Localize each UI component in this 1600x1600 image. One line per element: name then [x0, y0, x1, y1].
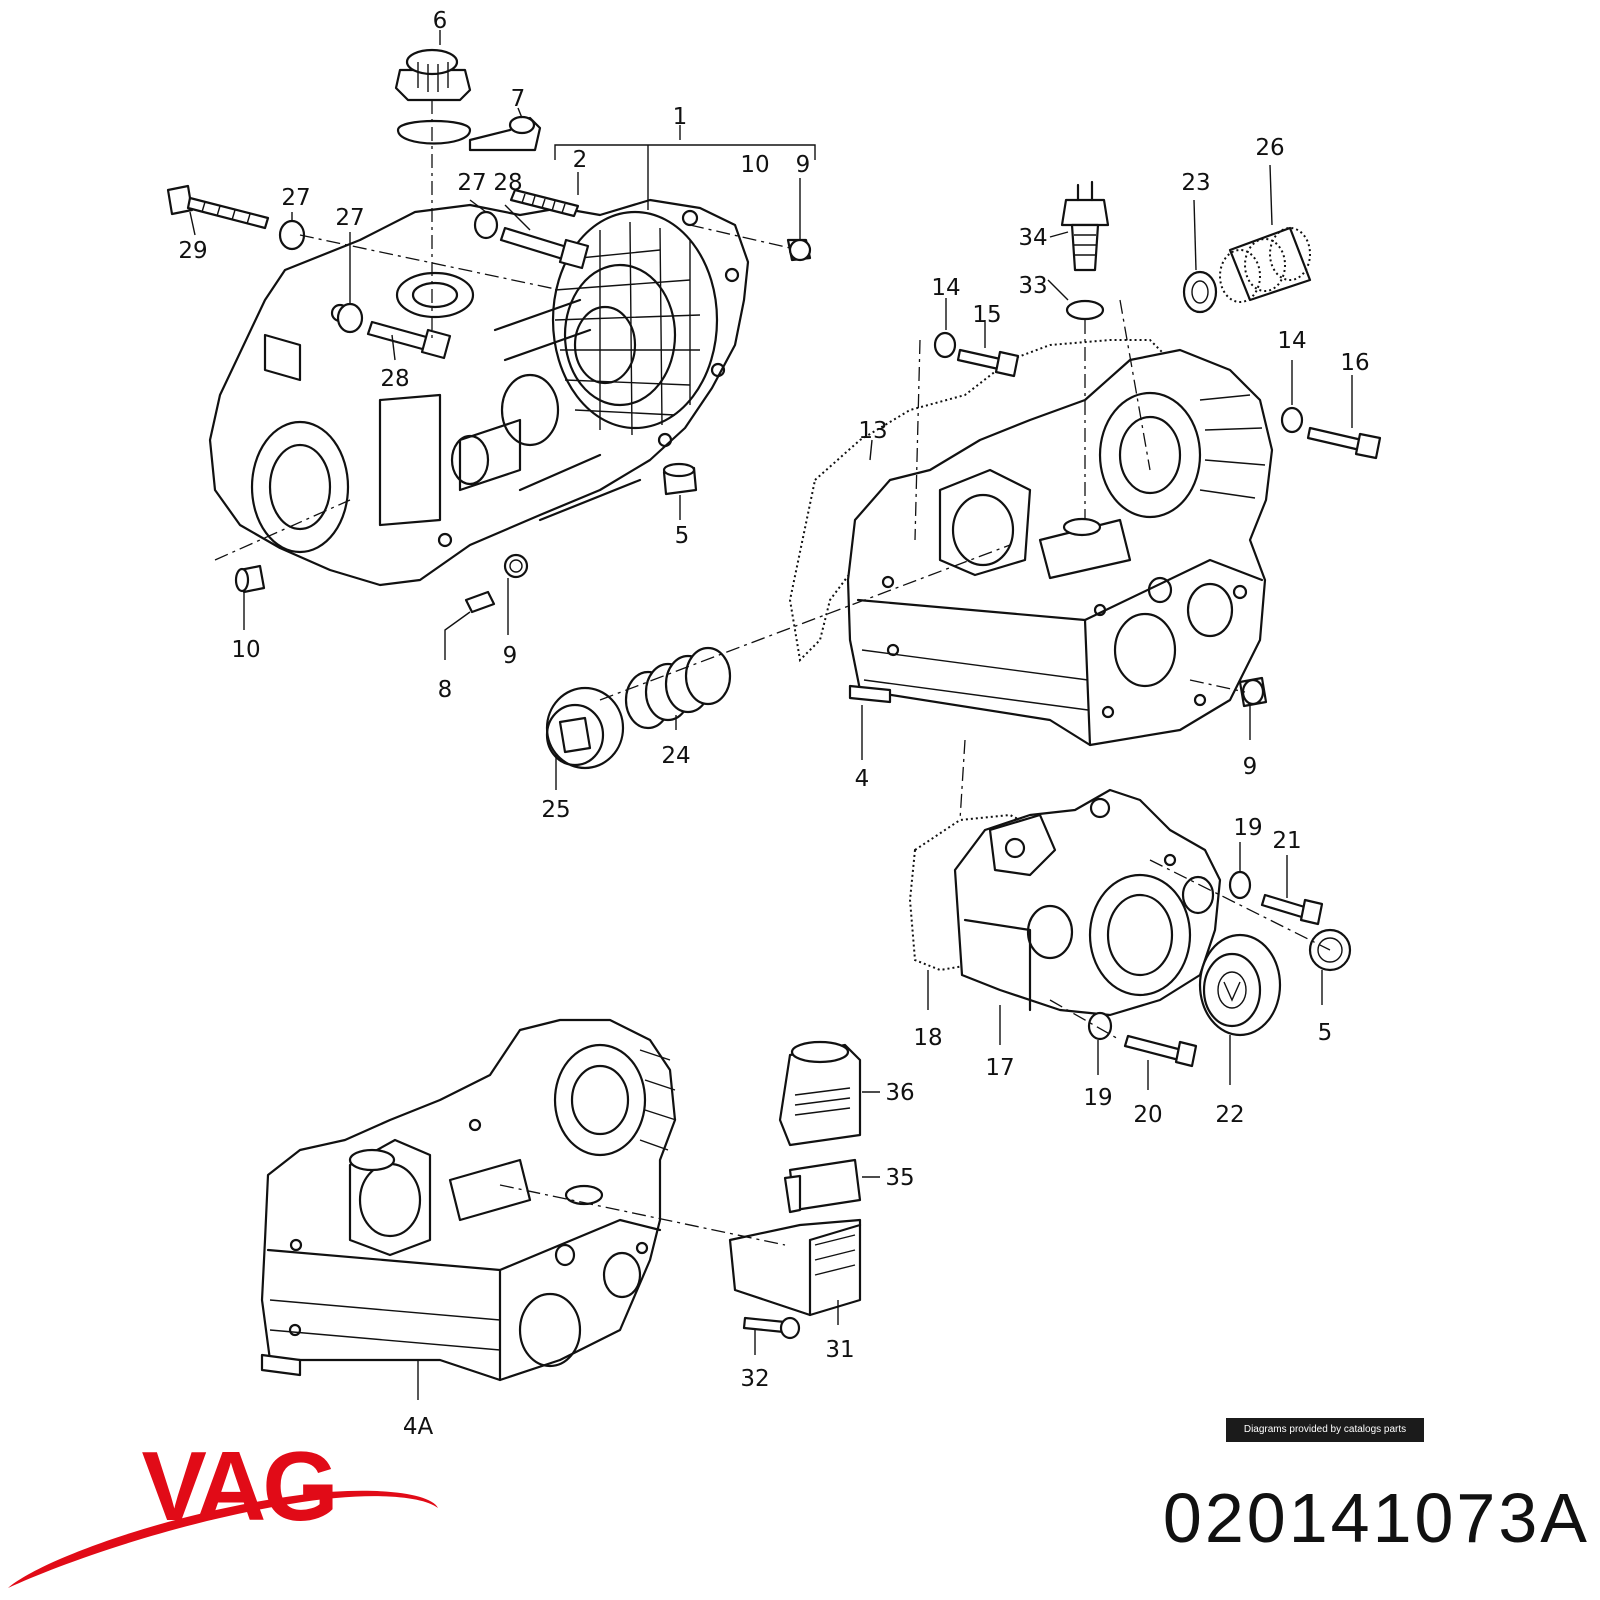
- callout-23: 23: [1181, 170, 1210, 196]
- o-ring-33: [1065, 299, 1105, 321]
- plug-9-top: [786, 238, 812, 262]
- screw-32: [742, 1316, 801, 1340]
- bolt-20: [1123, 1034, 1198, 1068]
- switch-34: [1060, 180, 1110, 272]
- leader-lines: [189, 30, 1353, 1400]
- bracket-7: [468, 115, 542, 152]
- control-unit-31: [728, 1218, 862, 1317]
- key-8: [464, 590, 496, 614]
- washer-14-left: [933, 331, 957, 359]
- filler-plug-6: [394, 48, 472, 102]
- callout-13: 13: [858, 418, 887, 444]
- callout-5-top: 5: [675, 523, 690, 549]
- bolt-21: [1260, 893, 1324, 926]
- callout-8: 8: [438, 677, 453, 703]
- callout-14-left: 14: [931, 275, 960, 301]
- callout-5-right: 5: [1318, 1020, 1333, 1046]
- callout-35: 35: [885, 1165, 914, 1191]
- callout-19-bottom: 19: [1083, 1085, 1112, 1111]
- gearbox-housing-4a: [260, 1018, 677, 1382]
- seal-ring-6: [396, 119, 472, 145]
- washer-19-top: [1228, 870, 1252, 900]
- callout-24: 24: [661, 743, 690, 769]
- washer-27-right: [473, 210, 499, 240]
- bolt-28-lower: [366, 320, 452, 360]
- callout-4a: 4A: [403, 1414, 434, 1440]
- callout-labels: 6 7 1 2 10 9 27 28 27 27 29 28 5 10 9 8 …: [178, 8, 1369, 1440]
- end-cover-17: [908, 788, 1222, 1017]
- callout-14-right: 14: [1277, 328, 1306, 354]
- callout-27-c: 27: [335, 205, 364, 231]
- connector-35: [783, 1158, 862, 1214]
- callout-32: 32: [740, 1366, 769, 1392]
- cap-5-top: [662, 462, 698, 496]
- callout-34: 34: [1018, 225, 1047, 251]
- callout-18: 18: [913, 1025, 942, 1051]
- logo-swoosh: [8, 1490, 438, 1588]
- callout-10-bottom: 10: [231, 637, 260, 663]
- callout-25: 25: [541, 797, 570, 823]
- callout-17: 17: [985, 1055, 1014, 1081]
- boot-26: [1219, 226, 1312, 303]
- callout-2: 2: [573, 147, 588, 173]
- callout-19-top: 19: [1233, 815, 1262, 841]
- cover-cap-22: [1198, 933, 1282, 1037]
- callout-26: 26: [1255, 135, 1284, 161]
- washer-19-bottom: [1087, 1011, 1113, 1041]
- callout-21: 21: [1272, 828, 1301, 854]
- transmission-housing-1: [208, 198, 750, 587]
- bolt-16: [1306, 426, 1382, 460]
- logo-text: VAG: [141, 1440, 334, 1541]
- diagram-credit-badge: Diagrams provided by catalogs parts: [1226, 1418, 1424, 1442]
- seal-23: [1182, 270, 1218, 314]
- washer-27-center: [336, 302, 364, 334]
- callout-36: 36: [885, 1080, 914, 1106]
- callout-16: 16: [1340, 350, 1369, 376]
- cap-25: [545, 686, 625, 770]
- callout-9-right: 9: [1243, 754, 1258, 780]
- vag-brand-logo: VAG: [8, 1440, 438, 1588]
- plug-9-left: [503, 553, 529, 579]
- callout-22: 22: [1215, 1102, 1244, 1128]
- callout-27-a: 27: [457, 170, 486, 196]
- callout-20: 20: [1133, 1102, 1162, 1128]
- callout-27-b: 27: [281, 185, 310, 211]
- bolt-15: [956, 348, 1020, 378]
- sleeve-10: [234, 564, 266, 594]
- callout-1: 1: [673, 104, 688, 130]
- spring-set-24: [624, 646, 732, 730]
- callout-6: 6: [433, 8, 448, 34]
- callout-10-top: 10: [740, 152, 769, 178]
- callout-7: 7: [511, 86, 526, 112]
- callout-28-b: 28: [380, 366, 409, 392]
- washer-14-right: [1280, 406, 1304, 434]
- bolt-29: [166, 184, 270, 230]
- cover-36: [778, 1040, 862, 1147]
- gearbox-housing-4: [788, 339, 1274, 747]
- callout-31: 31: [825, 1337, 854, 1363]
- assembly-centerlines: [214, 100, 1331, 1246]
- callout-9-top: 9: [796, 152, 811, 178]
- bolt-28-upper: [499, 226, 590, 270]
- callout-4: 4: [855, 766, 870, 792]
- callout-15: 15: [972, 302, 1001, 328]
- callout-29: 29: [178, 238, 207, 264]
- callout-28-a: 28: [493, 170, 522, 196]
- callout-33: 33: [1018, 273, 1047, 299]
- bolt-2: [509, 188, 580, 218]
- callout-9-left: 9: [503, 643, 518, 669]
- part-number: 020141073A: [1162, 1479, 1590, 1557]
